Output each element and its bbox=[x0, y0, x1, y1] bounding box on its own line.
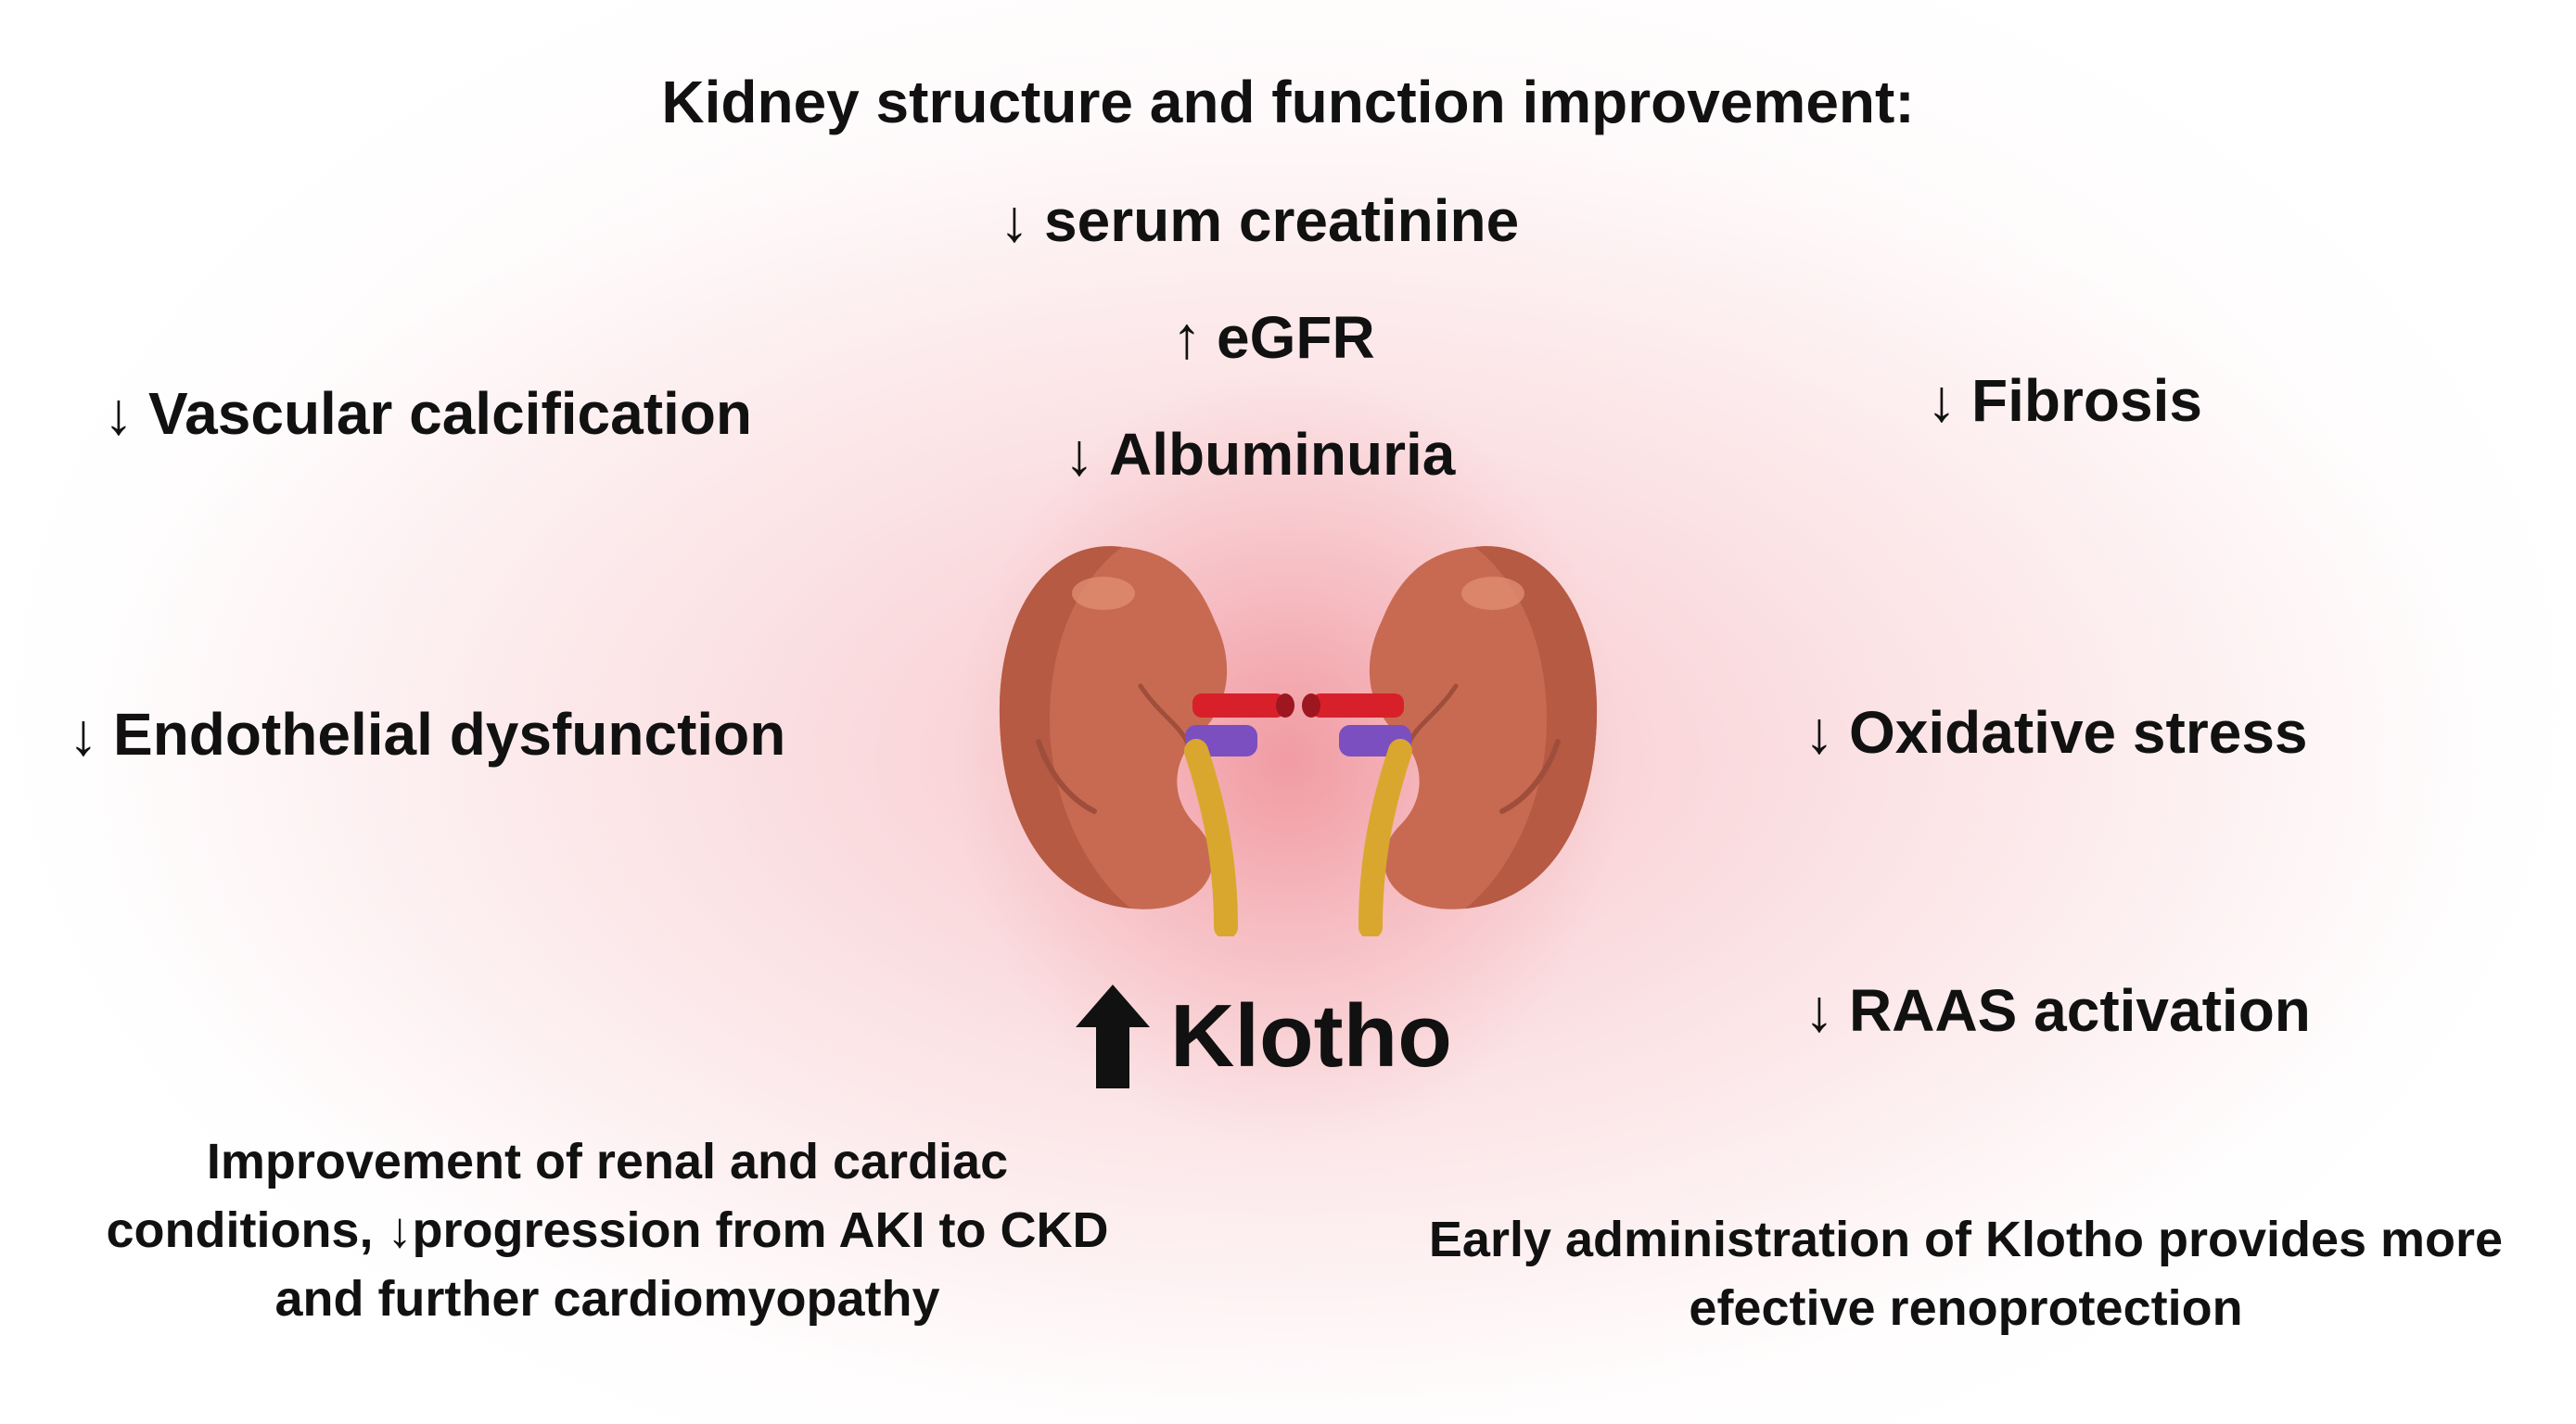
up-arrow-icon: ↑ bbox=[1172, 304, 1202, 371]
down-arrow-icon: ↓ bbox=[69, 701, 98, 768]
down-arrow-icon: ↓ bbox=[1927, 367, 1957, 434]
left-ureter bbox=[1184, 739, 1238, 936]
down-arrow-icon: ↓ bbox=[1804, 699, 1834, 766]
vascular-calcification-item: ↓Vascular calcification bbox=[104, 384, 752, 443]
serum-creatinine-label: serum creatinine bbox=[1044, 187, 1520, 254]
diagram-title: Kidney structure and function improvemen… bbox=[661, 69, 1915, 135]
albuminuria-label: Albuminuria bbox=[1109, 421, 1456, 488]
right-artery bbox=[1311, 693, 1404, 718]
vascular-calcification-label: Vascular calcification bbox=[148, 380, 752, 447]
albuminuria-item: ↓Albuminuria bbox=[1065, 425, 1455, 484]
bottom-right-note: Early administration of Klotho provides … bbox=[1428, 1212, 2504, 1336]
endothelial-dysfunction-label: Endothelial dysfunction bbox=[113, 701, 786, 768]
oxidative-stress-label: Oxidative stress bbox=[1849, 699, 2308, 766]
kidneys-illustration bbox=[999, 546, 1598, 936]
down-arrow-icon: ↓ bbox=[1065, 421, 1094, 488]
fibrosis-label: Fibrosis bbox=[1971, 367, 2202, 434]
raas-activation-item: ↓RAAS activation bbox=[1804, 981, 2311, 1040]
down-arrow-icon: ↓ bbox=[1804, 977, 1834, 1044]
right-ureter bbox=[1358, 739, 1412, 936]
down-arrow-icon: ↓ bbox=[104, 380, 134, 447]
egfr-item: ↑eGFR bbox=[1172, 308, 1375, 367]
left-artery bbox=[1192, 693, 1285, 718]
bottom-left-note: Improvement of renal and cardiac conditi… bbox=[106, 1134, 1109, 1327]
oxidative-stress-item: ↓Oxidative stress bbox=[1804, 703, 2308, 762]
right-kidney bbox=[1369, 546, 1598, 909]
raas-activation-label: RAAS activation bbox=[1849, 977, 2311, 1044]
klotho-label: Klotho bbox=[1170, 986, 1452, 1086]
down-arrow-icon: ↓ bbox=[1000, 187, 1029, 254]
egfr-label: eGFR bbox=[1217, 304, 1375, 371]
bold-up-arrow-icon bbox=[1076, 985, 1150, 1088]
serum-creatinine-item: ↓serum creatinine bbox=[1000, 191, 1519, 250]
left-kidney bbox=[999, 546, 1228, 909]
fibrosis-item: ↓Fibrosis bbox=[1927, 371, 2202, 430]
endothelial-dysfunction-item: ↓Endothelial dysfunction bbox=[69, 705, 785, 764]
klotho-label-group: Klotho bbox=[1076, 985, 1452, 1088]
